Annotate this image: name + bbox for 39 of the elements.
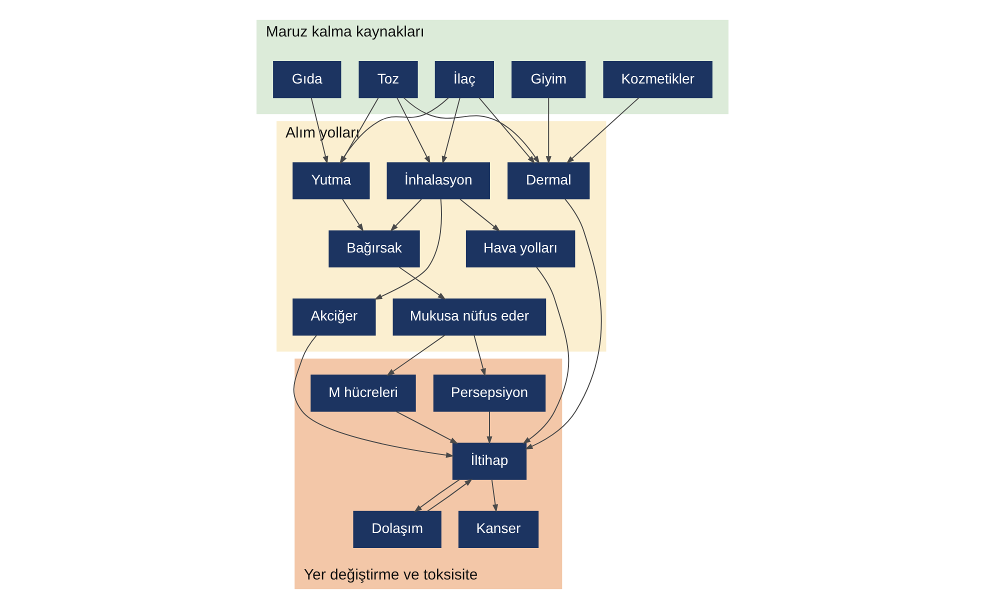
node-box: Hava yolları [466, 230, 576, 268]
node-box: Kozmetikler [603, 61, 712, 98]
arrow [390, 198, 422, 232]
arrow [386, 334, 446, 376]
arrow [566, 97, 640, 164]
node-box: Persepsiyon [433, 374, 546, 412]
node-box: Dolaşım [353, 510, 442, 548]
arrow [426, 478, 472, 512]
node-box: İltihap [452, 442, 527, 480]
arrow [478, 97, 536, 164]
arrow [442, 97, 460, 164]
arrow [491, 479, 498, 512]
node-box: Mukusa nüfus eder [392, 298, 546, 336]
node-box: Kanser [458, 510, 539, 548]
node-box: Akciğer [292, 298, 376, 336]
node-box: Toz [358, 61, 418, 98]
node-box: Giyim [512, 61, 586, 98]
arrow [396, 97, 430, 164]
arrow [546, 97, 552, 164]
node-box: Bağırsak [328, 230, 420, 268]
arrow [524, 198, 602, 450]
node-box: Gıda [273, 61, 342, 98]
arrow [414, 479, 460, 512]
arrow [342, 198, 364, 232]
node-box: Yutma [292, 162, 370, 200]
node-box: İlaç [434, 61, 494, 98]
arrow [474, 334, 486, 377]
arrow [459, 198, 500, 232]
node-box: Dermal [508, 162, 590, 200]
arrow [403, 97, 540, 164]
arrow [398, 266, 446, 300]
arrow [310, 97, 328, 164]
node-box: M hücreleri [310, 374, 416, 412]
arrow [396, 410, 458, 444]
arrow [522, 266, 570, 444]
arrow [293, 334, 454, 458]
arrow [486, 411, 492, 444]
arrow [374, 198, 442, 300]
node-box: İnhalasyon [386, 162, 490, 200]
